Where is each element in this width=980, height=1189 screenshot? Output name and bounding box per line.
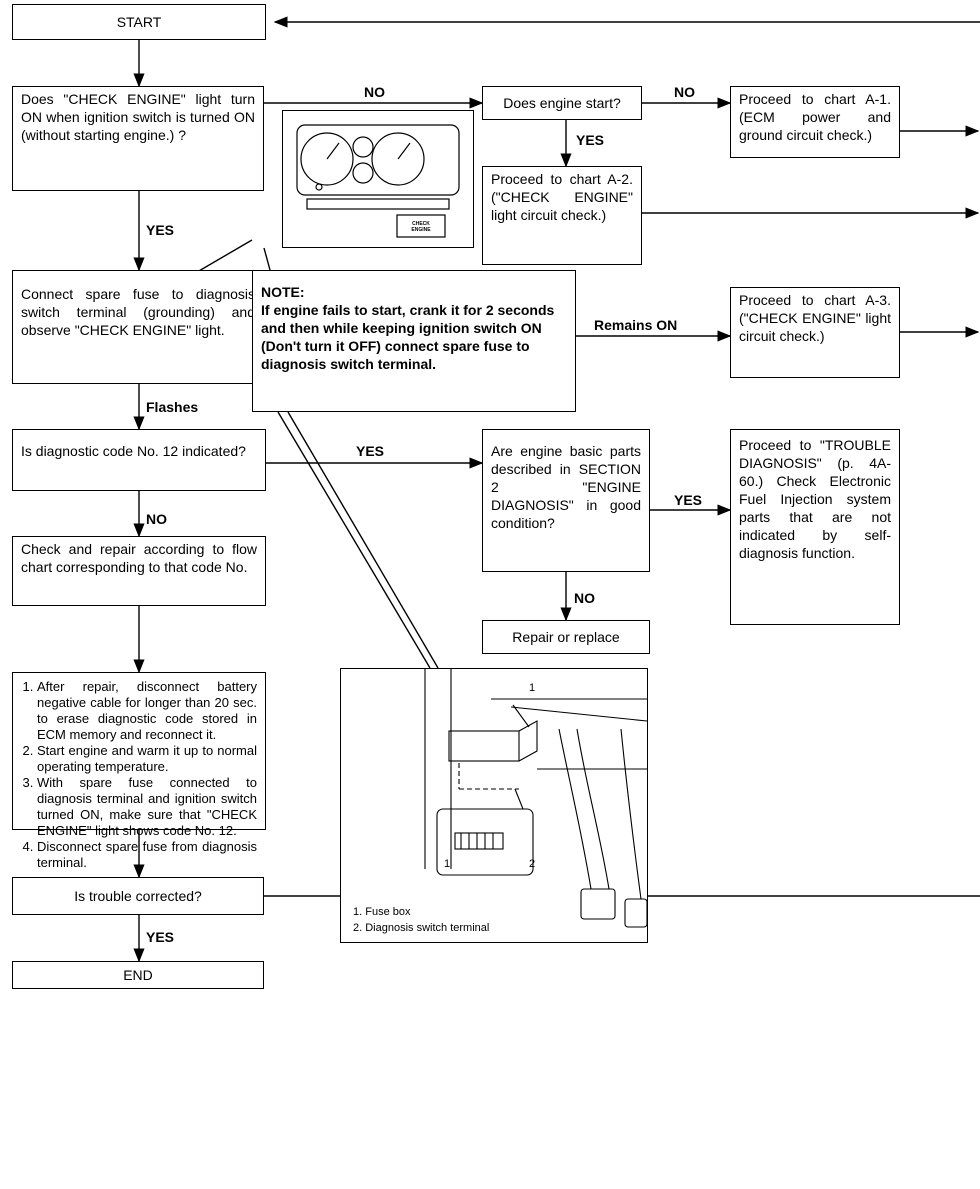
question-engine-start-text: Does engine start? (503, 95, 621, 111)
label-no-repair: NO (574, 590, 595, 606)
label-yes-connect: YES (146, 222, 175, 238)
label-remains-on: Remains ON (594, 317, 678, 333)
caption-diagnosis-terminal: 2. Diagnosis switch terminal (353, 922, 490, 934)
repair-replace-box: Repair or replace (482, 620, 650, 654)
steps-list: After repair, disconnect battery negativ… (21, 679, 257, 871)
label-no-engine-start: NO (364, 84, 385, 100)
fuse-box-figure: 1 1 2 1. Fuse box 2. Diagnosis switch te… (340, 668, 648, 943)
note-body: If engine fails to start, crank it for 2… (261, 302, 555, 372)
note-title: NOTE: (261, 284, 305, 300)
label-yes-basic: YES (356, 443, 385, 459)
label-yes-end: YES (146, 929, 175, 945)
start-text: START (116, 14, 162, 30)
question-trouble-corrected: Is trouble corrected? (12, 877, 264, 915)
chart-a2-box: Proceed to chart A-2. ("CHECK ENGINE" li… (482, 166, 642, 265)
label-yes-chart-a2: YES (576, 132, 605, 148)
question-code-12: Is diagnostic code No. 12 indicated? (12, 429, 266, 491)
chart-a3-box: Proceed to chart A-3. ("CHECK ENGINE" li… (730, 287, 900, 378)
fuse-box-drawing (424, 669, 648, 928)
trouble-diagnosis-text: Proceed to "TROUBLE DIAGNOSIS" (p. 4A-60… (739, 437, 891, 561)
callout-1-fuse-box: 1 (529, 682, 536, 694)
start-box: START (12, 4, 266, 40)
label-yes-trouble-diag: YES (674, 492, 703, 508)
chart-a1-box: Proceed to chart A-1. (ECM power and gro… (730, 86, 900, 158)
question-basic-parts-text: Are engine basic parts described in SECT… (491, 443, 641, 531)
label-flashes: Flashes (146, 399, 199, 415)
callout-1-detail: 1 (444, 858, 451, 870)
step-item: Start engine and warm it up to normal op… (37, 743, 257, 775)
step-item: With spare fuse connected to diagnosis t… (37, 775, 257, 839)
caption-fuse-box: 1. Fuse box (353, 906, 411, 918)
connect-fuse-box: Connect spare fuse to diagnosis switch t… (12, 270, 264, 384)
repair-replace-text: Repair or replace (512, 629, 620, 645)
instrument-cluster-figure: CHECK ENGINE (282, 110, 474, 248)
question-basic-parts: Are engine basic parts described in SECT… (482, 429, 650, 572)
check-engine-lamp-text: CHECK ENGINE (407, 221, 435, 233)
question-check-engine-on: Does "CHECK ENGINE" light turn ON when i… (12, 86, 264, 191)
chart-a3-text: Proceed to chart A-3. ("CHECK ENGINE" li… (739, 292, 891, 344)
lamp-label-bottom: ENGINE (411, 227, 431, 233)
label-no-chart-a1: NO (674, 84, 695, 100)
question-check-engine-on-text: Does "CHECK ENGINE" light turn ON when i… (21, 91, 255, 143)
end-box: END (12, 961, 264, 989)
trouble-diagnosis-box: Proceed to "TROUBLE DIAGNOSIS" (p. 4A-60… (730, 429, 900, 625)
step-item: After repair, disconnect battery negativ… (37, 679, 257, 743)
connect-fuse-text: Connect spare fuse to diagnosis switch t… (21, 286, 255, 338)
instrument-cluster-drawing (296, 124, 460, 238)
lamp-label-top: CHECK (412, 221, 430, 227)
end-text: END (123, 967, 153, 983)
check-repair-text: Check and repair according to flow chart… (21, 541, 257, 575)
label-no-check-repair: NO (146, 511, 167, 527)
question-trouble-corrected-text: Is trouble corrected? (74, 888, 202, 904)
steps-box: After repair, disconnect battery negativ… (12, 672, 266, 870)
chart-a1-text: Proceed to chart A-1. (ECM power and gro… (739, 91, 891, 143)
check-repair-box: Check and repair according to flow chart… (12, 536, 266, 606)
callout-2-detail: 2 (529, 858, 536, 870)
question-code-12-text: Is diagnostic code No. 12 indicated? (21, 443, 246, 459)
chart-a2-text: Proceed to chart A-2. ("CHECK ENGINE" li… (491, 171, 633, 223)
question-engine-start: Does engine start? (482, 86, 642, 120)
step-item: Disconnect spare fuse from diagnosis ter… (37, 839, 257, 871)
note-box: NOTE: If engine fails to start, crank it… (252, 270, 576, 412)
